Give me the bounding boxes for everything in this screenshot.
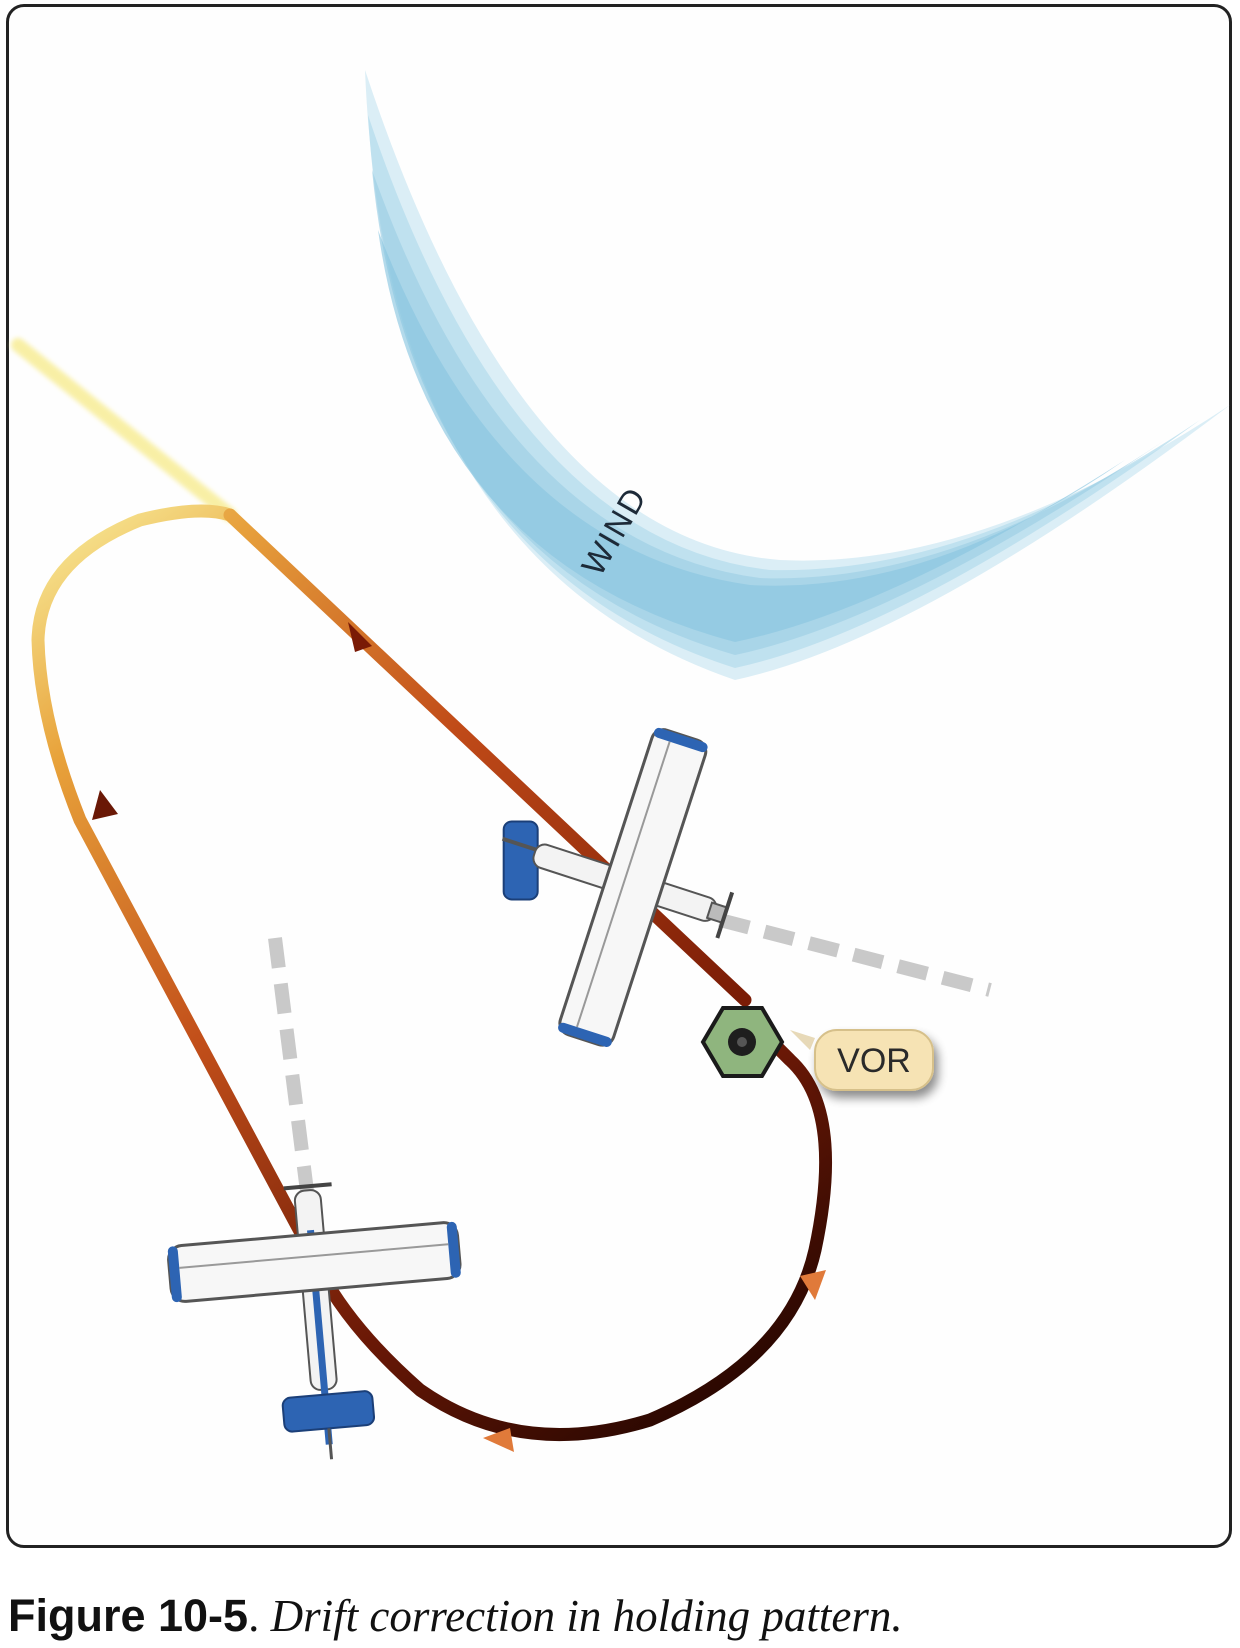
vor-label: VOR — [837, 1042, 911, 1080]
wind-arrow-icon: WIND — [365, 70, 1230, 680]
direction-arrow-icon — [483, 1428, 514, 1452]
holding-pattern-diagram: WIND — [11, 70, 1230, 1460]
caption-text: Drift correction in holding pattern. — [270, 1591, 903, 1641]
holding-track — [11, 338, 833, 1452]
direction-arrow-icon — [92, 790, 118, 820]
direction-arrow-icon — [800, 1270, 826, 1300]
figure-number: Figure 10-5 — [8, 1590, 249, 1641]
airplane-icon — [501, 727, 735, 1047]
vor-station-icon: VOR — [700, 1006, 934, 1091]
caption-separator: . — [248, 1591, 271, 1641]
figure-caption: Figure 10-5. Drift correction in holding… — [8, 1590, 903, 1642]
airplane-icon — [167, 1182, 462, 1460]
direction-arrow-icon — [348, 622, 372, 652]
dashed-reference-lines — [268, 913, 992, 1216]
